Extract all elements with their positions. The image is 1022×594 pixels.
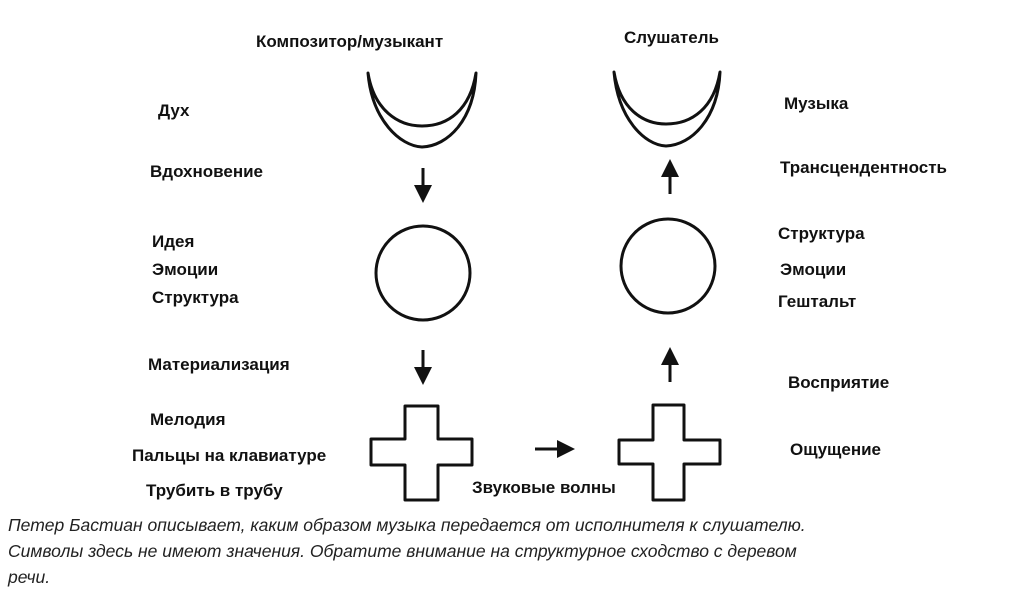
label-emotions-left: Эмоции: [152, 260, 219, 279]
label-structure-right: Структура: [778, 224, 865, 243]
label-sound-waves: Звуковые волны: [472, 478, 616, 497]
right-crescent-icon: [612, 70, 722, 148]
left-cross-icon: [369, 404, 474, 502]
right-cross-icon: [617, 403, 722, 502]
caption-line: Символы здесь не имеют значения. Обратит…: [8, 541, 797, 561]
label-inspiration: Вдохновение: [150, 162, 263, 181]
label-idea: Идея: [152, 232, 195, 251]
caption: Петер Бастиан описывает, каким образом м…: [8, 512, 1018, 590]
listener-header: Слушатель: [624, 28, 719, 47]
left-circle-icon: [374, 224, 472, 322]
label-fingers: Пальцы на клавиатуре: [132, 446, 327, 465]
label-perception: Восприятие: [788, 373, 890, 392]
label-materialization: Материализация: [148, 355, 290, 374]
label-trumpet: Трубить в трубу: [146, 481, 283, 500]
label-transcendence: Трансцендентность: [780, 158, 947, 177]
caption-line: Петер Бастиан описывает, каким образом м…: [8, 515, 806, 535]
label-music: Музыка: [784, 94, 849, 113]
label-melody: Мелодия: [150, 410, 226, 429]
label-structure-left: Структура: [152, 288, 239, 307]
right-circle-icon: [619, 217, 717, 315]
label-gestalt: Гештальт: [778, 292, 857, 311]
label-emotions-right: Эмоции: [780, 260, 847, 279]
label-spirit: Дух: [158, 101, 190, 120]
composer-header: Композитор/музыкант: [256, 32, 444, 51]
left-crescent-icon: [366, 71, 478, 149]
label-sensation: Ощущение: [790, 440, 881, 459]
caption-line: речи.: [8, 567, 51, 587]
